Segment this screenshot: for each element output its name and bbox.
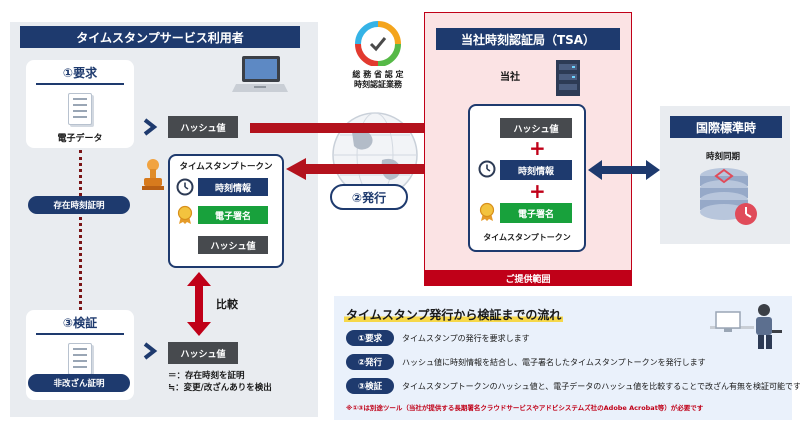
server-icon	[552, 58, 584, 102]
time-server-icon	[696, 166, 760, 232]
company-label: 当社	[500, 72, 520, 83]
token-time-info: 時刻情報	[198, 178, 268, 196]
flow-step: ①要求 タイムスタンプの発行を要求します	[346, 330, 800, 346]
flow-step-tag: ①要求	[346, 330, 394, 346]
verify-title: ③検証	[36, 314, 124, 335]
dotted-timeline	[79, 150, 82, 310]
equal-note: ＝：存在時刻を証明	[168, 371, 245, 381]
clock-icon	[176, 178, 194, 200]
plus-icon: +	[529, 136, 546, 160]
issue-arrow	[286, 158, 462, 184]
hash-value-verify: ハッシュ値	[168, 342, 238, 364]
request-card: ①要求 電子データ	[26, 60, 134, 148]
scope-banner: ご提供範囲	[424, 270, 632, 286]
utc-title: 国際標準時	[670, 116, 782, 138]
compare-arrow	[186, 272, 212, 340]
flow-step-tag: ②発行	[346, 354, 394, 370]
user-panel-title: タイムスタンプサービス利用者	[20, 26, 300, 48]
tsa-token-label: タイムスタンプトークン	[483, 233, 571, 242]
award-icon	[478, 202, 496, 226]
request-title: ①要求	[36, 64, 124, 85]
request-arrow	[250, 117, 458, 143]
flow-step-tag: ③検証	[346, 378, 394, 394]
tsa-hash-value: ハッシュ値	[500, 118, 572, 138]
laptop-icon	[232, 54, 288, 94]
chevron-right-icon	[142, 342, 158, 364]
flow-step: ③検証 タイムスタンプトークンのハッシュ値と、電子データのハッシュ値を比較するこ…	[346, 378, 800, 394]
flow-title-wrapper: タイムスタンプ発行から検証までの流れ	[344, 304, 564, 323]
certification-line1: 総 務 省 認 定	[352, 70, 404, 79]
tsa-title: 当社時刻認証局（TSA）	[436, 28, 620, 50]
flow-footnote: ※①③は別途ツール（当社が提供する長期署名クラウドサービスやアドビシステムズ社の…	[346, 404, 704, 412]
sync-arrow	[588, 160, 660, 184]
document-icon	[68, 343, 92, 375]
certification-logo	[348, 20, 408, 70]
flow-step-list: ①要求 タイムスタンプの発行を要求します ②発行 ハッシュ値に時刻情報を結合し、…	[346, 330, 800, 412]
non-tamper-proof-badge: 非改ざん証明	[28, 374, 130, 392]
issue-label: ②発行	[330, 184, 408, 210]
worker-illustration	[708, 300, 788, 356]
existence-proof-badge: 存在時刻証明	[28, 196, 130, 214]
compare-label: 比較	[216, 298, 238, 311]
flow-title: タイムスタンプ発行から検証までの流れ	[344, 308, 564, 322]
chevron-right-icon	[142, 118, 158, 140]
token-title: タイムスタンプトークン	[179, 162, 273, 172]
comparison-legend: ＝：存在時刻を証明 ≒：変更/改ざんありを検出	[168, 370, 272, 394]
token-hash-value: ハッシュ値	[198, 236, 268, 254]
hash-value-request: ハッシュ値	[168, 116, 238, 138]
clock-icon	[478, 160, 496, 182]
document-icon	[68, 93, 92, 125]
tsa-e-signature: 電子署名	[500, 203, 572, 223]
flow-step: ②発行 ハッシュ値に時刻情報を結合し、電子署名したタイムスタンプトークンを発行し…	[346, 354, 800, 370]
flow-step-text: タイムスタンプの発行を要求します	[402, 333, 530, 343]
not-equal-note: ≒：変更/改ざんありを検出	[168, 383, 272, 393]
flow-step-text: タイムスタンプトークンのハッシュ値と、電子データのハッシュ値を比較することで改ざ…	[402, 381, 800, 391]
tsa-time-info: 時刻情報	[500, 160, 572, 180]
stamp-icon	[140, 158, 166, 196]
certification-text: 総 務 省 認 定 時刻認証業務	[330, 70, 426, 90]
token-e-signature: 電子署名	[198, 206, 268, 224]
sync-label: 時刻同期	[706, 152, 741, 162]
plus-icon: +	[529, 179, 546, 203]
award-icon	[176, 205, 194, 229]
electronic-data-label: 電子データ	[57, 134, 103, 144]
flow-step-text: ハッシュ値に時刻情報を結合し、電子署名したタイムスタンプトークンを発行します	[402, 357, 706, 367]
certification-line2: 時刻認証業務	[354, 80, 402, 89]
